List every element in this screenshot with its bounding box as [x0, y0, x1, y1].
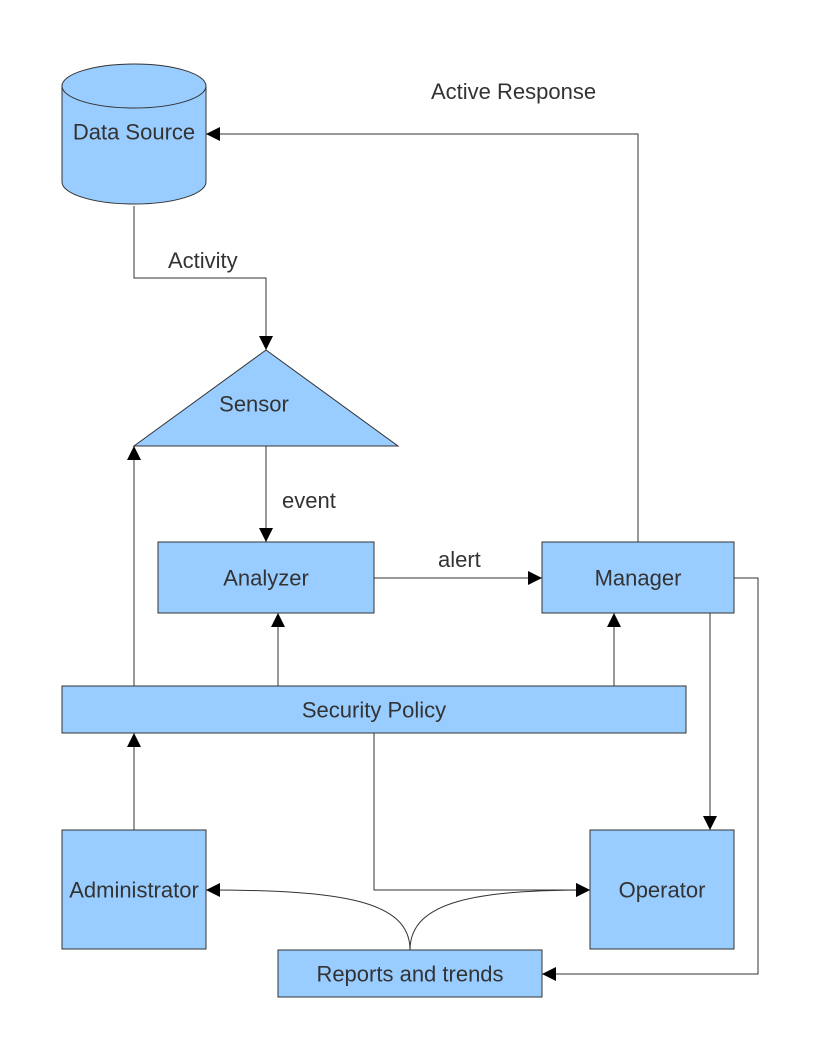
- security-policy-label: Security Policy: [302, 698, 446, 723]
- data-source-label: Data Source: [73, 120, 195, 145]
- activity-edge-label: Activity: [168, 248, 238, 273]
- reports-to-administrator-edge: [205, 883, 411, 951]
- event-edge-label: event: [282, 488, 336, 513]
- reports-to-operator-edge: [409, 883, 591, 951]
- manager-to-reports-edge: [542, 577, 759, 981]
- analyzer-node: Analyzer: [157, 541, 375, 614]
- manager-label: Manager: [595, 566, 682, 591]
- data-source-node: Data Source: [61, 63, 207, 205]
- reports-label: Reports and trends: [316, 962, 503, 987]
- activity-edge: [133, 206, 273, 350]
- active-response-edge: [206, 127, 639, 542]
- policy-to-operator-edge: [373, 733, 590, 897]
- manager-node: Manager: [541, 541, 735, 614]
- sensor-node: Sensor: [132, 349, 400, 447]
- security-policy-node: Security Policy: [61, 685, 687, 734]
- sensor-label: Sensor: [219, 392, 289, 417]
- operator-label: Operator: [619, 878, 706, 903]
- database-cylinder-icon: [61, 86, 207, 205]
- administrator-label: Administrator: [69, 878, 199, 903]
- reports-node: Reports and trends: [277, 949, 543, 998]
- active-response-edge-label: Active Response: [431, 79, 596, 104]
- analyzer-label: Analyzer: [223, 566, 309, 591]
- alert-edge-label: alert: [438, 547, 481, 572]
- administrator-node: Administrator: [61, 829, 207, 950]
- operator-node: Operator: [589, 829, 735, 950]
